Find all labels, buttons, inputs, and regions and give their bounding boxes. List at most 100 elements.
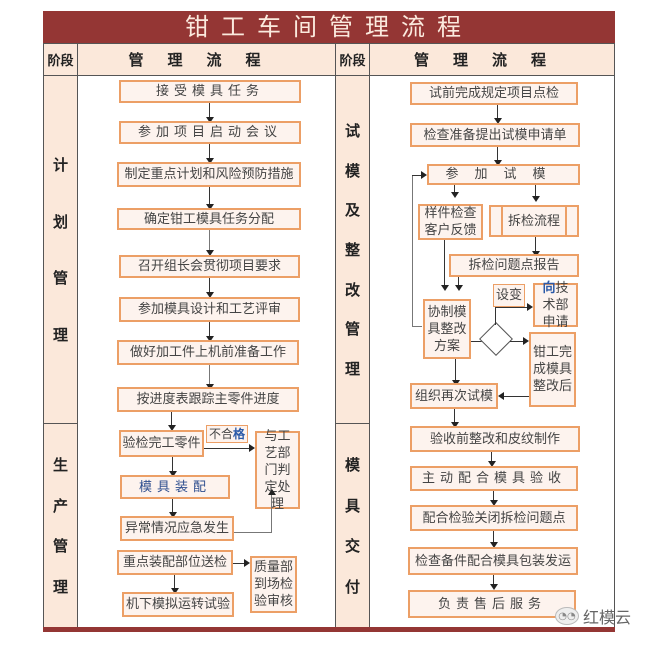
step-risk-plan: 制定重点计划和风险预防措施 [117,162,301,187]
arrow-right-icon [527,303,533,311]
step-tech-dept-apply: 向技术部申请 [533,281,578,330]
fail-label: 不合格 [206,425,248,443]
phase-char: 具 [344,496,360,515]
phase-char: 及 [344,201,360,220]
connector [493,491,494,504]
connector [493,531,494,546]
step-pre-acceptance-rectify: 验收前整改和皮纹制作 [410,426,580,452]
step-emergency: 异常情况应急发生 [120,516,234,541]
arrow-down-icon [490,584,498,590]
phase-char: 交 [344,537,360,556]
connector [209,187,210,208]
step-join-trial: 参加试模 [427,164,580,185]
phase-char: 模 [344,161,360,180]
step-quality-dept-audit: 质量部到场检验审核 [250,556,297,613]
step-disassembly-flow: 拆检流程 [489,205,579,237]
arrow-down-icon [488,461,496,467]
connector [209,322,210,340]
fail-label-text-highlight: 格 [233,426,246,441]
phase-char: 理 [344,359,360,378]
step-key-inspection: 重点装配部位送检 [117,550,233,575]
phase-char: 模 [344,455,360,474]
arrow-right-icon [421,171,427,179]
step-kickoff-meeting: 参加项目启动会议 [119,121,301,144]
step-accept-task: 接受模具任务 [119,80,301,103]
label-design-change: 设变 [493,284,525,307]
phase-char: 理 [52,578,68,597]
phase-char: 划 [52,212,68,231]
arrow-down-icon [206,250,214,256]
arrow-down-icon [494,160,502,166]
connector [510,341,525,342]
step-retrial: 组织再次试模 [410,383,498,409]
connector [444,240,445,289]
arrow-down-icon [206,336,214,342]
connector [209,103,210,120]
connector [471,341,483,342]
phase-char: 理 [52,326,68,345]
step-rectify-plan: 协制模具整改方案 [423,299,471,359]
step-close-issues: 配合检验关闭拆检问题点 [410,505,578,531]
phase-char: 生 [52,455,68,474]
header-right-phase: 阶段 [335,43,370,76]
watermark: ◔◔ 红模云 [555,604,631,628]
step-task-assignment: 确定钳工模具任务分配 [117,208,301,230]
phase-char: 管 [344,320,360,339]
header-left-phase: 阶段 [43,43,78,76]
connector [491,452,492,465]
footer-bar [43,627,615,632]
step-process-dept-judgment: 与工艺部门判定处理 [255,429,300,512]
connector [495,307,496,325]
header-right-title: 管理流程 [369,43,615,76]
step-mold-acceptance: 主动配合模具验收 [410,466,578,491]
arrow-down-icon [206,292,214,298]
wechat-icon: ◔◔ [555,607,579,625]
connector [174,575,175,592]
loop-connector [412,257,413,327]
arrow-down-icon [206,158,214,164]
step-precheck: 试前完成规定项目点检 [410,82,578,105]
header-left-title: 管理流程 [77,43,336,76]
connector [497,147,498,164]
step-team-leader-meeting: 召开组长会贯彻项目要求 [119,255,300,278]
phase-production: 生 产 管 理 [43,423,78,628]
connector [209,278,210,296]
disassembly-flow-label: 拆检流程 [507,213,560,229]
arrow-down-icon [206,117,214,123]
connector [458,277,459,289]
connector [412,175,422,176]
arrow-down-icon [206,204,214,210]
phase-char: 产 [52,496,68,515]
step-disassembly-report: 拆检问题点报告 [449,254,579,277]
phase-char: 管 [52,537,68,556]
arrow-up-icon [268,489,276,495]
page-title: 钳工车间管理流程 [43,11,615,43]
connector [412,326,422,327]
step-fitter-rectify-done: 钳工完成模具整改后 [529,332,576,407]
step-track-progress: 按进度表跟踪主零件进度 [117,387,299,412]
arrow-right-icon [249,444,255,452]
step-packaging-shipping: 检查备件配合模具包装发运 [408,547,578,575]
step-after-sales: 负责售后服务 [408,590,576,618]
connector [233,563,246,564]
step-machining-prep: 做好加工件上机前准备工作 [117,340,299,365]
arrow-down-icon [168,425,176,431]
phase-char: 管 [52,269,68,288]
arrow-down-icon [455,285,463,291]
connector [497,105,498,122]
step-mold-assembly: 模具装配 [120,475,230,499]
watermark-text: 红模云 [583,608,632,627]
phase-planning: 计 划 管 理 [43,75,78,424]
connector [454,185,455,195]
phase-char: 付 [344,578,360,597]
connector [171,412,172,429]
phase-char: 整 [344,240,360,259]
arrow-down-icon [451,192,459,198]
phase-char: 试 [344,122,360,141]
box-inner-bar [501,207,503,235]
connector [495,307,529,308]
connector [271,494,272,533]
connector [455,359,456,384]
step-trial-application: 检查准备提出试模申请单 [410,123,580,147]
phase-char: 改 [344,280,360,299]
